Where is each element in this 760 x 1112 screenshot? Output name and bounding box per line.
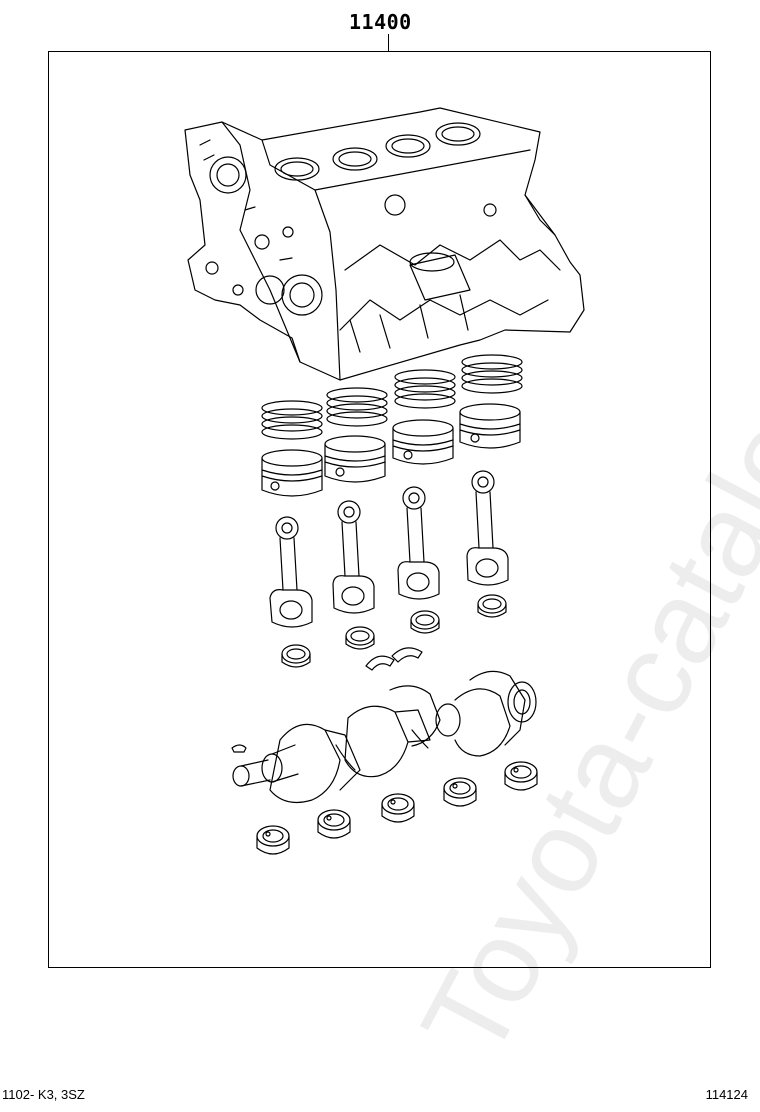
main-bearing-4 (443, 777, 477, 807)
diagram-frame (48, 51, 711, 968)
piston-4 (459, 403, 521, 449)
main-bearing-3 (381, 793, 415, 823)
callout-leader-line (388, 34, 389, 51)
connecting-rod-2 (332, 500, 375, 614)
footer-illustration-number: 114124 (705, 1087, 748, 1102)
thrust-washer-pair (365, 647, 423, 671)
connecting-rod-3 (397, 486, 440, 600)
rod-bearing-3 (410, 610, 440, 634)
rod-bearing-1 (281, 644, 311, 668)
piston-3 (392, 419, 454, 465)
crankshaft (232, 670, 537, 803)
piston-ring-set-1 (261, 400, 323, 440)
piston-2 (324, 435, 386, 483)
part-number-label: 11400 (349, 10, 412, 34)
main-bearing-5 (504, 761, 538, 791)
connecting-rod-1 (269, 516, 313, 628)
piston-1 (261, 449, 323, 497)
main-bearing-2 (317, 809, 351, 839)
connecting-rod-4 (466, 470, 509, 586)
engine-block (184, 107, 585, 381)
piston-ring-set-2 (326, 387, 388, 427)
piston-ring-set-4 (461, 354, 523, 394)
rod-bearing-2 (345, 626, 375, 650)
rod-bearing-4 (477, 594, 507, 618)
main-bearing-1 (256, 825, 290, 855)
woodruff-key (231, 744, 247, 753)
footer-model-code: 1102- K3, 3SZ (2, 1087, 85, 1102)
piston-ring-set-3 (394, 369, 456, 409)
